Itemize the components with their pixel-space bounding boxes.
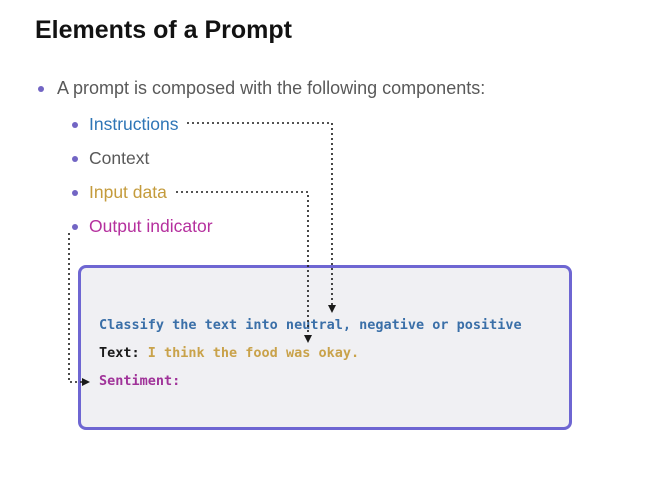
component-label-input-data: Input data bbox=[89, 182, 167, 202]
component-item-context: Context bbox=[72, 148, 149, 169]
component-label-context: Context bbox=[89, 148, 150, 168]
bullet-dot bbox=[72, 189, 78, 196]
bullet-dot bbox=[72, 223, 78, 230]
bullet-dot bbox=[38, 85, 44, 92]
bullet-dot bbox=[72, 155, 78, 162]
output-code-line: Sentiment: bbox=[99, 367, 569, 395]
component-label-output-indicator: Output indicator bbox=[89, 216, 213, 236]
component-label-instructions: Instructions bbox=[89, 114, 179, 134]
component-item-instructions: Instructions bbox=[72, 114, 178, 135]
component-item-output-indicator: Output indicator bbox=[72, 216, 213, 237]
output-text: Sentiment: bbox=[99, 373, 181, 389]
input-value: I think the food was okay. bbox=[139, 345, 360, 361]
slide-title: Elements of a Prompt bbox=[35, 16, 292, 44]
bullet-dot bbox=[72, 121, 78, 128]
instruction-code-line: Classify the text into neutral, negative… bbox=[99, 311, 569, 339]
instruction-text: Classify the text into neutral, negative… bbox=[99, 317, 522, 333]
intro-bullet-row: A prompt is composed with the following … bbox=[38, 78, 485, 99]
input-label: Text: bbox=[99, 345, 140, 361]
component-item-input-data: Input data bbox=[72, 182, 167, 203]
intro-bullet-text: A prompt is composed with the following … bbox=[57, 78, 486, 98]
prompt-example-box: Classify the text into neutral, negative… bbox=[78, 265, 572, 430]
input-code-line: Text: I think the food was okay. bbox=[99, 339, 569, 367]
